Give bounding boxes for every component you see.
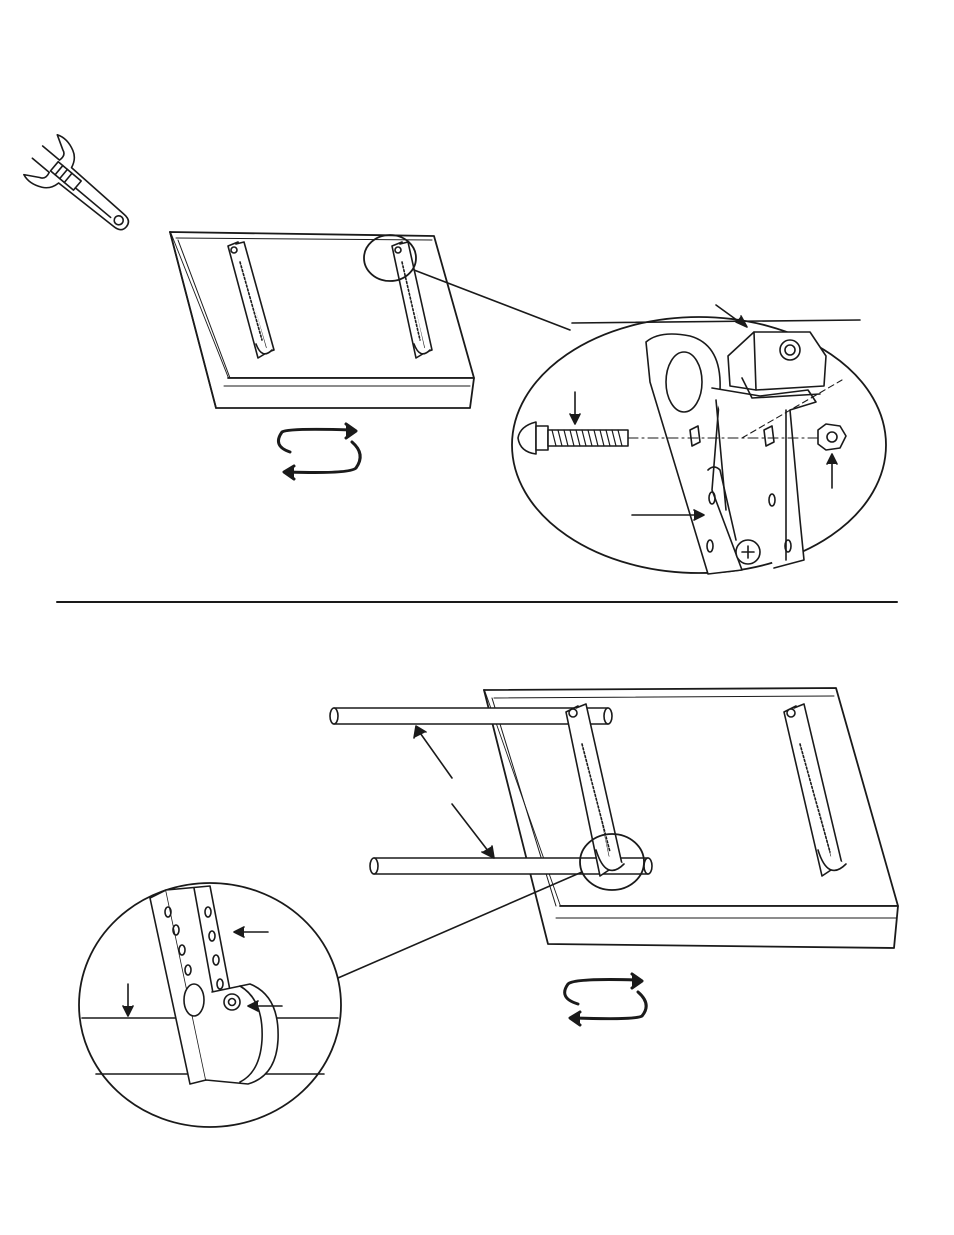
bracket-screw xyxy=(736,540,760,564)
rotate-arrows-icon xyxy=(565,974,647,1025)
step-2-panel xyxy=(79,688,898,1127)
detail-view-1 xyxy=(512,305,886,574)
rod-arrows xyxy=(414,726,494,858)
wrench-icon xyxy=(20,131,144,248)
board xyxy=(484,688,898,948)
rotate-arrows-icon xyxy=(278,424,360,479)
clamp-screw xyxy=(224,994,240,1010)
board xyxy=(170,232,474,408)
hex-nut xyxy=(818,424,846,450)
detail-view-2 xyxy=(79,883,341,1127)
step-1-panel xyxy=(20,131,886,574)
